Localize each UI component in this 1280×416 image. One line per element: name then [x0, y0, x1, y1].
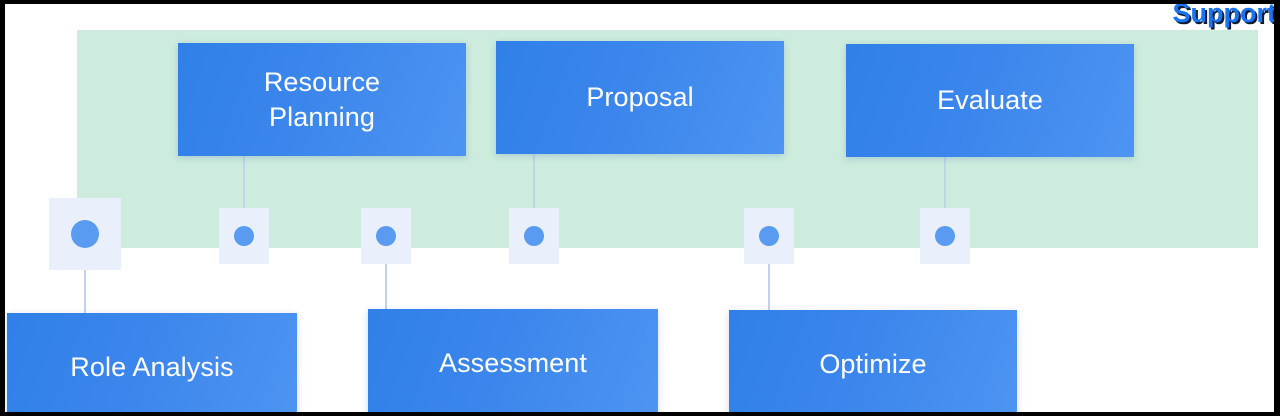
stage-label-proposal: Proposal	[586, 82, 694, 113]
stage-label-assessment: Assessment	[438, 347, 588, 378]
marker-dot-icon	[376, 226, 396, 246]
marker-dot-icon	[524, 226, 544, 246]
connector-3	[385, 254, 387, 312]
stage-label-optimize: Optimize	[819, 348, 927, 379]
stage-box-optimize[interactable]: Optimize	[729, 310, 1017, 412]
connector-6	[944, 157, 946, 213]
timeline-marker-4[interactable]	[509, 208, 559, 264]
stage-box-resource-planning[interactable]: Resource Planning	[178, 43, 466, 156]
stage-box-role-analysis[interactable]: Role Analysis	[7, 313, 297, 412]
connector-2	[243, 156, 245, 213]
watermark-label: Support	[1172, 0, 1276, 28]
connector-5	[768, 254, 770, 312]
stage-label-evaluate: Evaluate	[937, 85, 1043, 116]
timeline-marker-3[interactable]	[361, 208, 411, 264]
stage-label-resource-planning: Resource Planning	[263, 66, 381, 132]
timeline-marker-2[interactable]	[219, 208, 269, 264]
timeline-marker-6[interactable]	[920, 208, 970, 264]
timeline-marker-1[interactable]	[49, 198, 121, 270]
marker-dot-icon	[759, 226, 779, 246]
connector-1	[84, 266, 86, 316]
connector-4	[533, 154, 535, 211]
timeline-marker-5[interactable]	[744, 208, 794, 264]
marker-dot-icon	[71, 220, 99, 248]
stage-box-evaluate[interactable]: Evaluate	[846, 44, 1134, 157]
stage-box-proposal[interactable]: Proposal	[496, 41, 784, 154]
marker-dot-icon	[935, 226, 955, 246]
stage-box-assessment[interactable]: Assessment	[368, 309, 658, 412]
marker-dot-icon	[234, 226, 254, 246]
stage-label-role-analysis: Role Analysis	[70, 351, 234, 382]
